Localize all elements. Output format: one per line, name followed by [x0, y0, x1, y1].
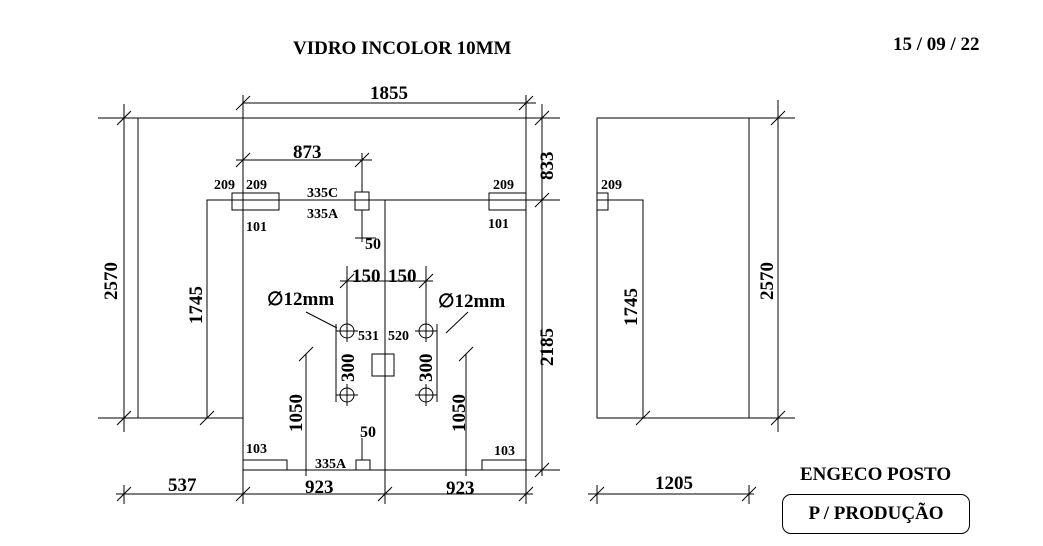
lock-code-top-lower: 335A — [307, 207, 339, 222]
hinge-ref-top-left: 101 — [246, 220, 267, 235]
drawing-date: 15 / 09 / 22 — [893, 34, 980, 55]
drawing-title: VIDRO INCOLOR 10MM — [293, 38, 512, 59]
hardware-labels: 209 209 101 209 101 209 335C 335A 335A 1… — [214, 178, 622, 472]
side-panel-outline — [588, 100, 795, 504]
hole-diameter-right: ∅12mm — [438, 291, 505, 312]
dim-hole-x-left: 531 — [358, 329, 379, 344]
dim-notch-bottom: 50 — [360, 424, 376, 441]
corner-code-bottom-left: 103 — [246, 442, 267, 457]
status-label: P / PRODUÇÃO — [808, 503, 944, 524]
holes — [305, 311, 469, 406]
dim-hole-height-left: 1050 — [286, 394, 307, 432]
hinge-code-top-left-b: 209 — [246, 178, 267, 193]
dim-right-height: 2185 — [537, 328, 558, 366]
dim-hole-vertical-left: 300 — [338, 354, 359, 383]
dim-left-inner-height: 1745 — [186, 286, 207, 324]
hinge-ref-top-right: 101 — [488, 217, 509, 232]
corner-code-bottom-right: 103 — [494, 444, 515, 459]
lock-code-top-upper: 335C — [307, 186, 338, 201]
dimension-labels: 1855 873 2570 1745 833 2185 150 150 300 … — [101, 83, 778, 499]
dim-total-height-left: 2570 — [101, 262, 122, 300]
dim-top-offset: 833 — [537, 152, 558, 181]
hinge-code-top-right: 209 — [493, 178, 514, 193]
dim-hole-height-right: 1050 — [449, 394, 470, 432]
status-badge: P / PRODUÇÃO — [782, 494, 970, 534]
dim-bottom-center-left: 923 — [305, 477, 334, 498]
side-hinge-code: 209 — [601, 178, 622, 193]
hinge-code-top-left-a: 209 — [214, 178, 235, 193]
dim-hole-x-right: 520 — [388, 329, 409, 344]
dimension-lines — [98, 95, 560, 504]
dim-center-offset: 873 — [293, 142, 322, 163]
lock-code-bottom: 335A — [315, 457, 347, 472]
dim-hole-vertical-right: 300 — [416, 354, 437, 383]
dim-bottom-center-right: 923 — [446, 478, 475, 499]
hole-diameter-left: ∅12mm — [267, 289, 334, 310]
dim-hole-spacing-right: 150 — [388, 266, 417, 287]
client-name: ENGECO POSTO — [800, 464, 952, 485]
hardware-shapes — [231, 191, 527, 471]
dim-total-height-right: 2570 — [757, 262, 778, 300]
dim-total-width: 1855 — [370, 83, 408, 104]
dim-bottom-left: 537 — [168, 475, 197, 496]
dim-notch-top: 50 — [365, 236, 381, 253]
dim-side-width: 1205 — [655, 473, 693, 494]
dim-hole-spacing-left: 150 — [352, 266, 381, 287]
dim-side-inner-height: 1745 — [621, 288, 642, 326]
